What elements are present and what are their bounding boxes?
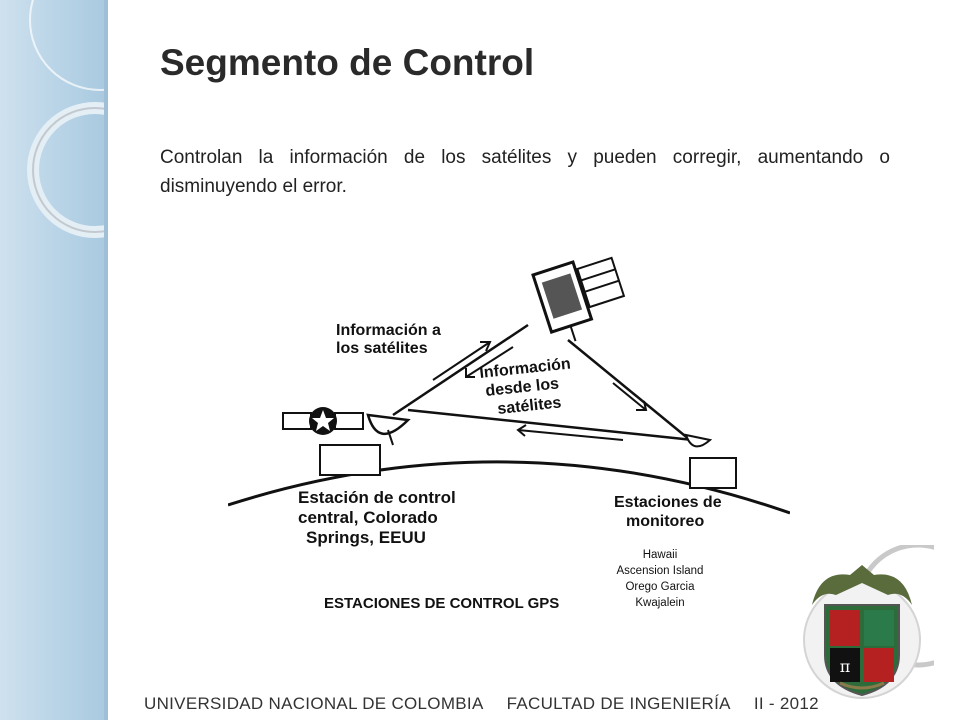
station-kwajalein: Kwajalein [635, 597, 684, 609]
footer-faculty: FACULTAD DE INGENIERÍA [506, 694, 731, 713]
label-info-to-sat-2: los satélites [336, 340, 428, 357]
downlink-arrow [612, 382, 647, 411]
decorative-rings-icon [27, 0, 108, 238]
station-hawaii: Hawaii [643, 549, 678, 561]
uplink-beam [392, 323, 529, 417]
label-info-from-sat-3: satélites [497, 394, 563, 418]
svg-text:π: π [840, 657, 851, 676]
page-title: Segmento de Control [160, 42, 535, 83]
earth-horizon [228, 460, 790, 515]
sidebar-decoration [0, 0, 108, 720]
body-text: Controlan la información de los satélite… [160, 147, 890, 197]
university-crest-icon: π [800, 542, 960, 700]
return-arrow [465, 346, 514, 378]
label-monitor-2: monitoreo [626, 513, 704, 530]
dish-antenna-icon [319, 413, 411, 476]
footer-term: II - 2012 [753, 694, 819, 713]
gps-control-diagram: Información a los satélites Información … [228, 255, 790, 620]
downlink-beam [567, 339, 691, 441]
station-orego-garcia: Orego Garcia [625, 581, 695, 593]
ground-arrow [517, 429, 624, 441]
label-info-to-sat-1: Información a [336, 322, 441, 339]
sidebar-edge [104, 0, 108, 720]
ground-link-beam [407, 408, 694, 442]
satellite-icon [531, 256, 626, 342]
footer-university: UNIVERSIDAD NACIONAL DE COLOMBIA [144, 694, 484, 713]
label-master-1: Estación de control [298, 488, 456, 507]
label-master-3: Springs, EEUU [306, 528, 426, 547]
station-ascension: Ascension Island [617, 565, 704, 577]
label-master-2: central, Colorado [298, 508, 438, 527]
diagram-caption: ESTACIONES DE CONTROL GPS [324, 595, 559, 612]
label-monitor-1: Estaciones de [614, 494, 722, 511]
star-emblem-icon [282, 407, 364, 435]
monitor-dish-icon [684, 433, 737, 489]
uplink-arrow [432, 341, 491, 381]
footer: UNIVERSIDAD NACIONAL DE COLOMBIA FACULTA… [144, 694, 837, 714]
